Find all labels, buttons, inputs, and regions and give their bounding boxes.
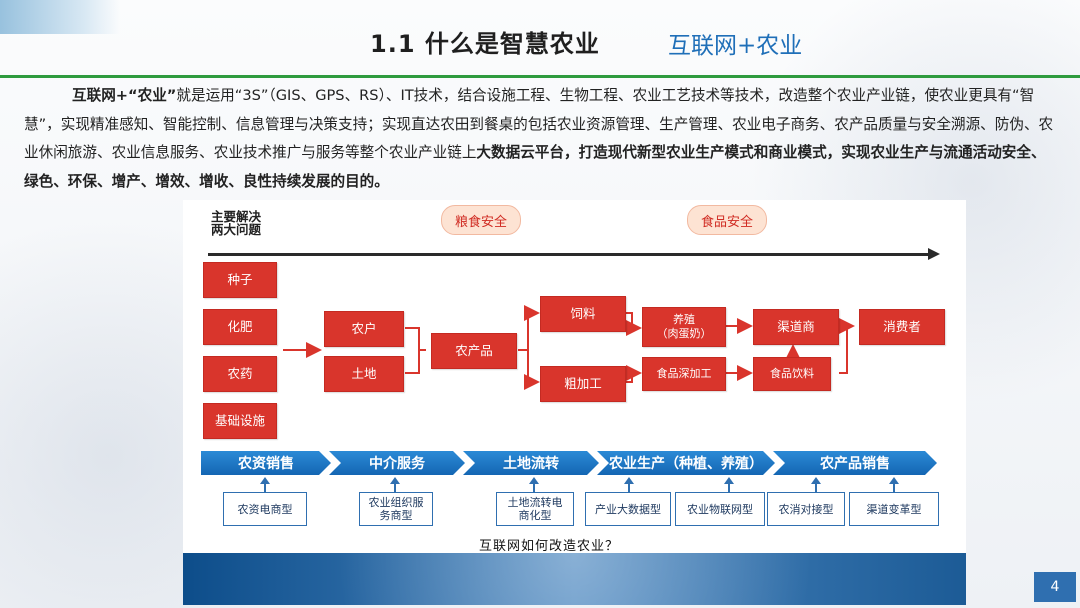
input-seeds: 种子 bbox=[203, 262, 277, 298]
deep-processing-box: 食品深加工 bbox=[642, 357, 726, 391]
model-2-line-2: 务商型 bbox=[379, 509, 413, 522]
model-agri-org-service: 农业组织服 务商型 bbox=[359, 492, 433, 526]
timeline-arrow-head bbox=[928, 248, 940, 260]
arrow-up-3 bbox=[529, 477, 539, 492]
band-intermediary-service: 中介服务 bbox=[329, 451, 465, 475]
livestock-box: 养殖 （肉蛋奶） bbox=[642, 307, 726, 347]
band-agri-production: 农业生产（种植、养殖） bbox=[597, 451, 775, 475]
consumer-box: 消费者 bbox=[859, 309, 945, 345]
model-3-line-1: 土地流转电 bbox=[507, 496, 563, 509]
flow-connectors bbox=[283, 305, 855, 390]
main-label-line-2: 两大问题 bbox=[211, 222, 262, 237]
farmer-box: 农户 bbox=[324, 311, 404, 347]
para-lead: 互联网+“农业” bbox=[72, 87, 177, 104]
diagram-bottom-banner bbox=[183, 553, 966, 605]
slide-title: 1.1 什么是智慧农业 bbox=[370, 30, 600, 58]
model-farm-to-consumer: 农消对接型 bbox=[767, 492, 845, 526]
band-land-transfer: 土地流转 bbox=[463, 451, 599, 475]
arrow-up-7 bbox=[889, 477, 899, 492]
food-safety-badge: 食品安全 bbox=[687, 205, 767, 235]
band-agri-product-sales: 农产品销售 bbox=[773, 451, 937, 475]
main-label-line-1: 主要解决 bbox=[211, 209, 262, 224]
title-divider bbox=[0, 75, 1080, 78]
model-2-line-1: 农业组织服 bbox=[368, 496, 424, 509]
model-channel-reform: 渠道变革型 bbox=[849, 492, 939, 526]
agri-product-box: 农产品 bbox=[431, 333, 517, 369]
intro-paragraph: 互联网+“农业”就是运用“3S”（GIS、GPS、RS）、IT技术，结合设施工程… bbox=[24, 82, 1060, 196]
model-agri-iot: 农业物联网型 bbox=[675, 492, 765, 526]
input-infrastructure: 基础设施 bbox=[203, 403, 277, 439]
timeline-arrow-line bbox=[208, 253, 933, 256]
channel-dealer-box: 渠道商 bbox=[753, 309, 839, 345]
arrow-up-5 bbox=[724, 477, 734, 492]
para-body: 就是运用“3S”（GIS、GPS、RS）、IT技术，结合设施工程、生物工程、农业… bbox=[24, 87, 1054, 161]
model-agri-supply-ecommerce: 农资电商型 bbox=[223, 492, 307, 526]
livestock-line-1: 养殖 bbox=[673, 313, 695, 326]
food-beverage-box: 食品饮料 bbox=[753, 357, 831, 391]
input-fertilizer: 化肥 bbox=[203, 309, 277, 345]
page-number: 4 bbox=[1034, 572, 1076, 602]
arrow-up-2 bbox=[390, 477, 400, 492]
arrow-up-4 bbox=[624, 477, 634, 492]
rough-processing-box: 粗加工 bbox=[540, 366, 626, 402]
livestock-line-2: （肉蛋奶） bbox=[656, 327, 712, 340]
land-box: 土地 bbox=[324, 356, 404, 392]
agri-value-chain-diagram: 主要解决 两大问题 粮食安全 食品安全 种子 化肥 农药 基础设施 农户 土地 … bbox=[183, 200, 966, 605]
main-problems-label: 主要解决 两大问题 bbox=[211, 210, 261, 236]
diagram-caption: 互联网如何改造农业？ bbox=[479, 539, 620, 554]
arrow-up-6 bbox=[811, 477, 821, 492]
slide-subtitle: 互联网+农业 bbox=[668, 33, 803, 59]
food-supply-security-badge: 粮食安全 bbox=[441, 205, 521, 235]
band-agri-supply-sales: 农资销售 bbox=[201, 451, 331, 475]
input-pesticide: 农药 bbox=[203, 356, 277, 392]
model-industry-big-data: 产业大数据型 bbox=[585, 492, 671, 526]
feed-box: 饲料 bbox=[540, 296, 626, 332]
model-land-transfer-ecommerce: 土地流转电 商化型 bbox=[496, 492, 574, 526]
corner-decoration bbox=[0, 0, 120, 34]
arrow-up-1 bbox=[260, 477, 270, 492]
para-tail: 大数据云平台，打造现代新型农业生产模式和商业模式，实现农业生产与流通活动安全、绿… bbox=[24, 144, 1046, 190]
model-3-line-2: 商化型 bbox=[518, 509, 552, 522]
